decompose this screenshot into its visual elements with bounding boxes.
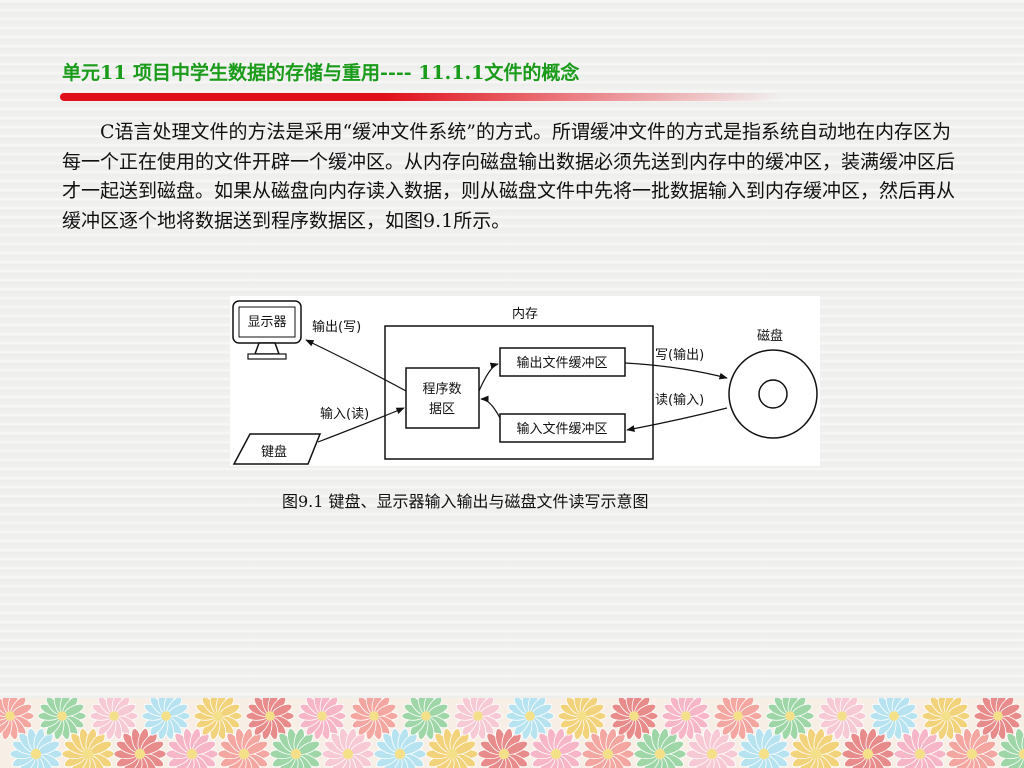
flower-decoration: [505, 698, 555, 740]
arrow-from-disk: [626, 407, 728, 432]
input-buffer-label: 输入文件缓冲区: [516, 421, 607, 437]
output-buffer-label: 输出文件缓冲区: [516, 355, 607, 371]
flower-decoration: [477, 728, 531, 768]
input-buffer-box: [499, 413, 626, 443]
disk-label: 磁盘: [757, 328, 783, 344]
read-input-label: 读(输入): [655, 392, 704, 408]
keyboard-icon: [232, 433, 322, 465]
buffer-diagram: 显示器 输出(写) 内存 程序数 据区 输出文件缓冲区 输入文件缓冲区 键盘 输…: [230, 296, 820, 466]
flower-decoration: [165, 728, 219, 768]
title-underline-bar: [60, 93, 780, 101]
slide-title: 单元11 项目中学生数据的存储与重用---- 11.1.1文件的概念: [62, 62, 580, 84]
figure-caption: 图9.1 键盘、显示器输入输出与磁盘文件读写示意图: [282, 492, 649, 511]
monitor-icon: [232, 300, 302, 360]
program-area-label-1: 程序数: [422, 382, 461, 397]
flower-decoration: [973, 698, 1023, 740]
flower-decoration: [37, 698, 87, 740]
flower-decoration: [297, 698, 347, 740]
keyboard-label: 键盘: [261, 444, 287, 460]
flower-decoration: [321, 728, 375, 768]
body-text: C语言处理文件的方法是采用“缓冲文件系统”的方式。所谓缓冲文件的方式是指系统自动…: [62, 118, 962, 236]
arrow-to-output-buffer: [478, 362, 499, 392]
flower-decoration: [0, 698, 35, 740]
flower-decoration: [945, 728, 999, 768]
arrow-to-disk: [624, 362, 728, 380]
write-output-label: 写(输出): [655, 347, 704, 363]
monitor-label: 显示器: [247, 315, 286, 330]
flower-decoration: [921, 698, 971, 740]
flower-decoration: [557, 698, 607, 740]
flower-decoration: [453, 698, 503, 740]
input-read-label: 输入(读): [320, 406, 369, 422]
flower-decoration: [217, 728, 271, 768]
flower-decoration: [373, 728, 427, 768]
arrow-from-input-buffer: [480, 395, 501, 419]
flower-decoration: [349, 698, 399, 740]
program-data-area-box: [405, 367, 480, 429]
output-write-label: 输出(写): [312, 319, 361, 335]
flower-decoration: [401, 698, 451, 740]
flower-decoration: [817, 698, 867, 740]
flower-decoration: [997, 728, 1024, 768]
flower-decoration: [609, 698, 659, 740]
flower-decoration: [61, 728, 115, 768]
program-area-label-2: 据区: [429, 402, 455, 417]
flower-decoration: [713, 698, 763, 740]
flower-decoration: [141, 698, 191, 740]
paragraph: C语言处理文件的方法是采用“缓冲文件系统”的方式。所谓缓冲文件的方式是指系统自动…: [62, 121, 956, 232]
flower-decoration: [89, 698, 139, 740]
memory-label: 内存: [512, 306, 538, 322]
decorative-flower-border: [0, 698, 1024, 768]
output-buffer-box: [499, 347, 626, 377]
flower-decoration: [193, 698, 243, 740]
flower-decoration: [661, 698, 711, 740]
memory-box: [384, 325, 654, 460]
flower-decoration: [869, 698, 919, 740]
arrow-from-keyboard: [317, 407, 405, 443]
flower-decoration: [245, 698, 295, 740]
arrow-to-monitor: [305, 339, 407, 392]
disk-icon: [728, 349, 818, 439]
flower-decoration: [765, 698, 815, 740]
